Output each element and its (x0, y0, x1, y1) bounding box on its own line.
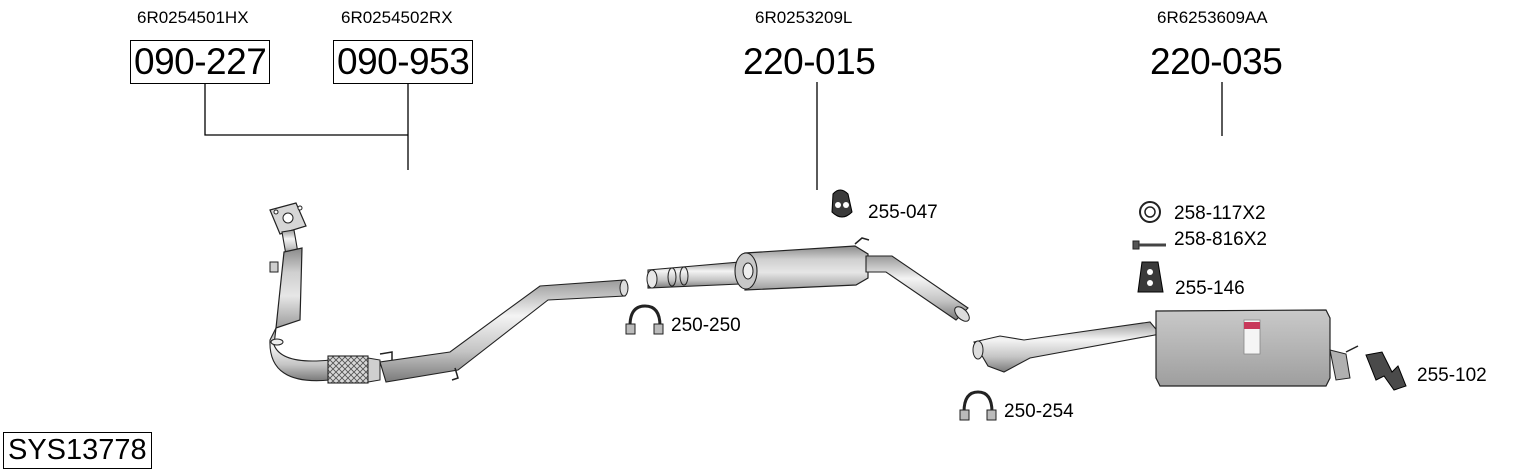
system-id: SYS13778 (3, 432, 152, 469)
fitting-part-number[interactable]: 250-250 (671, 315, 741, 336)
rear-silencer (972, 309, 1359, 387)
part-number[interactable]: 220-035 (1150, 41, 1283, 82)
fitting-part-number[interactable]: 250-254 (1004, 401, 1074, 422)
fitting-part-number[interactable]: 255-146 (1175, 278, 1245, 299)
oem-number: 6R0253209L (755, 8, 853, 27)
fitting-part-number[interactable]: 255-047 (868, 202, 938, 223)
center-silencer (646, 237, 970, 322)
fitting-part-number[interactable]: 258-816X2 (1174, 229, 1267, 250)
part-number-box[interactable]: 090-227 (130, 40, 271, 84)
part-number[interactable]: 220-015 (743, 41, 876, 82)
leader-090-227 (204, 83, 408, 136)
leader-lines (204, 82, 1223, 190)
rubber-hanger-icon (1137, 261, 1164, 293)
part-number-box[interactable]: 090-953 (333, 40, 474, 84)
gasket-ring-icon (1139, 201, 1161, 223)
pipe-clamp-icon (625, 304, 664, 335)
rubber-hanger-icon (831, 189, 853, 218)
pipe-clamp-icon (959, 390, 997, 421)
oem-number: 6R6253609AA (1157, 8, 1268, 27)
fitting-part-number[interactable]: 258-117X2 (1174, 203, 1266, 224)
fitting-part-number[interactable]: 255-102 (1417, 365, 1487, 386)
bolt-icon (1132, 240, 1166, 250)
front-pipe-catalyst (269, 202, 629, 384)
mounting-bracket-icon (1365, 351, 1407, 391)
oem-number: 6R0254502RX (341, 8, 453, 27)
oem-number: 6R0254501HX (137, 8, 249, 27)
